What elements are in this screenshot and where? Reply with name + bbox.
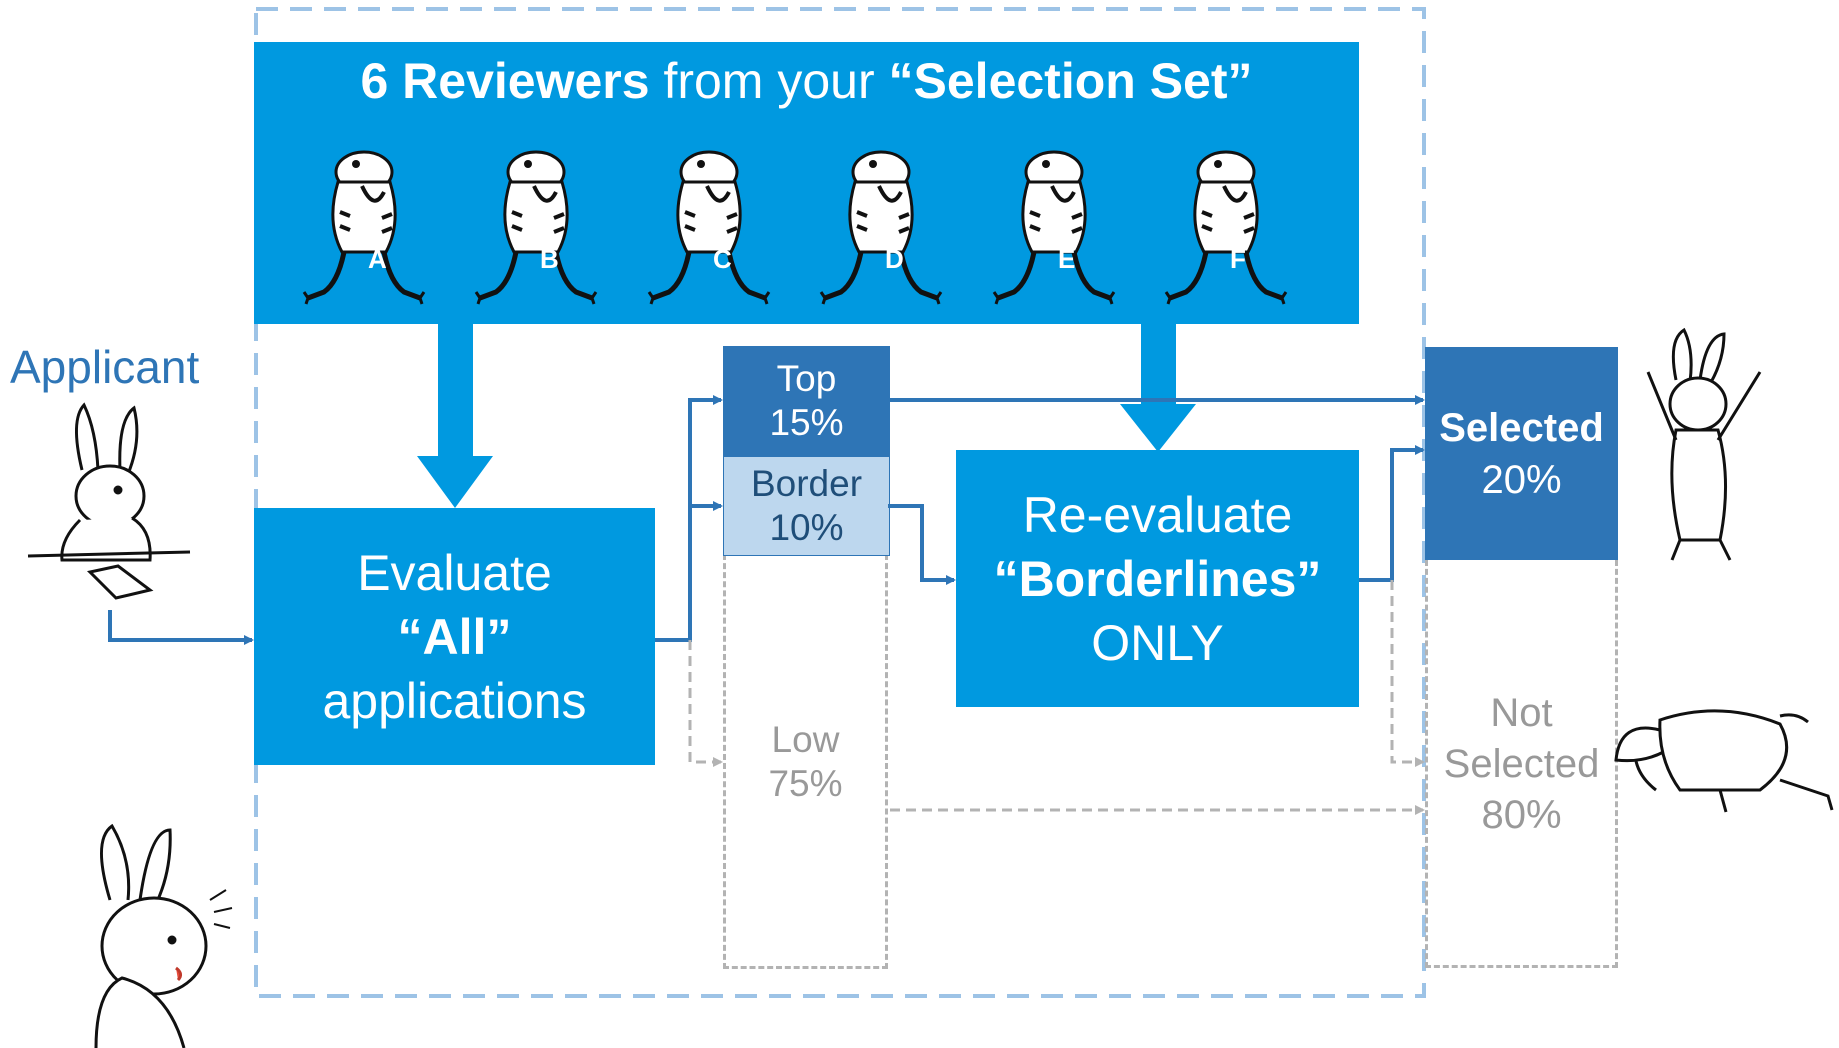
applicant-rabbit-illustration	[27, 402, 191, 600]
low-tier-label: Low	[771, 719, 840, 760]
reviewer-label-c: C	[713, 244, 732, 274]
banner-title-set: “Selection Set”	[888, 53, 1253, 109]
evaluate-to-low-connector	[688, 640, 723, 767]
banner-title-mid: from your	[649, 53, 889, 109]
evaluate-line1: Evaluate	[357, 544, 552, 601]
bowing-rabbit-illustration	[1614, 709, 1834, 813]
evaluate-to-top-connector	[655, 395, 723, 642]
low-tier-text: Low 75%	[723, 718, 888, 806]
evaluate-line2: “All”	[397, 608, 512, 665]
low-tier-box	[723, 554, 888, 969]
border-tier-box: Border 10%	[723, 456, 890, 556]
banner-to-evaluate-arrow	[417, 324, 493, 508]
reevaluate-line1: Re-evaluate	[1022, 486, 1293, 543]
border-tier-label: Border	[750, 463, 863, 504]
reevaluate-to-selected-connector	[1359, 445, 1425, 582]
top-tier-box: Top 15%	[723, 346, 890, 456]
reevaluate-line2: “Borderlines”	[993, 550, 1322, 607]
evaluate-line3: applications	[322, 672, 587, 729]
border-to-reevaluate-connector	[888, 504, 956, 585]
not-selected-line2: Selected	[1443, 742, 1600, 786]
not-selected-text: Not Selected 80%	[1425, 688, 1618, 841]
not-selected-line1: Not	[1490, 691, 1553, 735]
top-tier-label: Top	[776, 358, 837, 399]
reviewers-banner: 6 Reviewers from your “Selection Set”	[254, 42, 1359, 324]
evaluate-all-box: Evaluate “All” applications	[254, 508, 655, 765]
applicant-label: Applicant	[10, 341, 200, 393]
thinking-rabbit-illustration	[94, 823, 233, 1048]
selected-box: Selected 20%	[1425, 347, 1618, 560]
reviewer-label-f: F	[1230, 244, 1246, 274]
not-selected-pct: 80%	[1481, 793, 1562, 837]
reviewer-label-d: D	[885, 244, 904, 274]
reevaluate-box: Re-evaluate “Borderlines” ONLY	[956, 450, 1359, 707]
reviewer-label-a: A	[368, 244, 387, 274]
low-tier-pct: 75%	[768, 763, 843, 804]
reevaluate-line3: ONLY	[1091, 614, 1224, 671]
cheering-rabbit-illustration	[1646, 327, 1762, 561]
reevaluate-to-not-selected-connector	[1390, 580, 1425, 767]
selected-pct: 20%	[1481, 457, 1562, 502]
selected-label: Selected	[1439, 405, 1604, 450]
banner-title-count: 6 Reviewers	[360, 53, 650, 109]
banner-title: 6 Reviewers from your “Selection Set”	[254, 52, 1359, 110]
selection-set-frame	[254, 7, 1426, 998]
not-selected-box	[1425, 560, 1618, 968]
reviewer-label-b: B	[540, 244, 559, 274]
applicant-to-evaluate-connector	[108, 610, 254, 645]
top-tier-pct: 15%	[769, 402, 844, 443]
reviewer-label-e: E	[1058, 244, 1076, 274]
border-tier-pct: 10%	[769, 507, 844, 548]
banner-to-reevaluate-arrow	[1120, 324, 1196, 452]
